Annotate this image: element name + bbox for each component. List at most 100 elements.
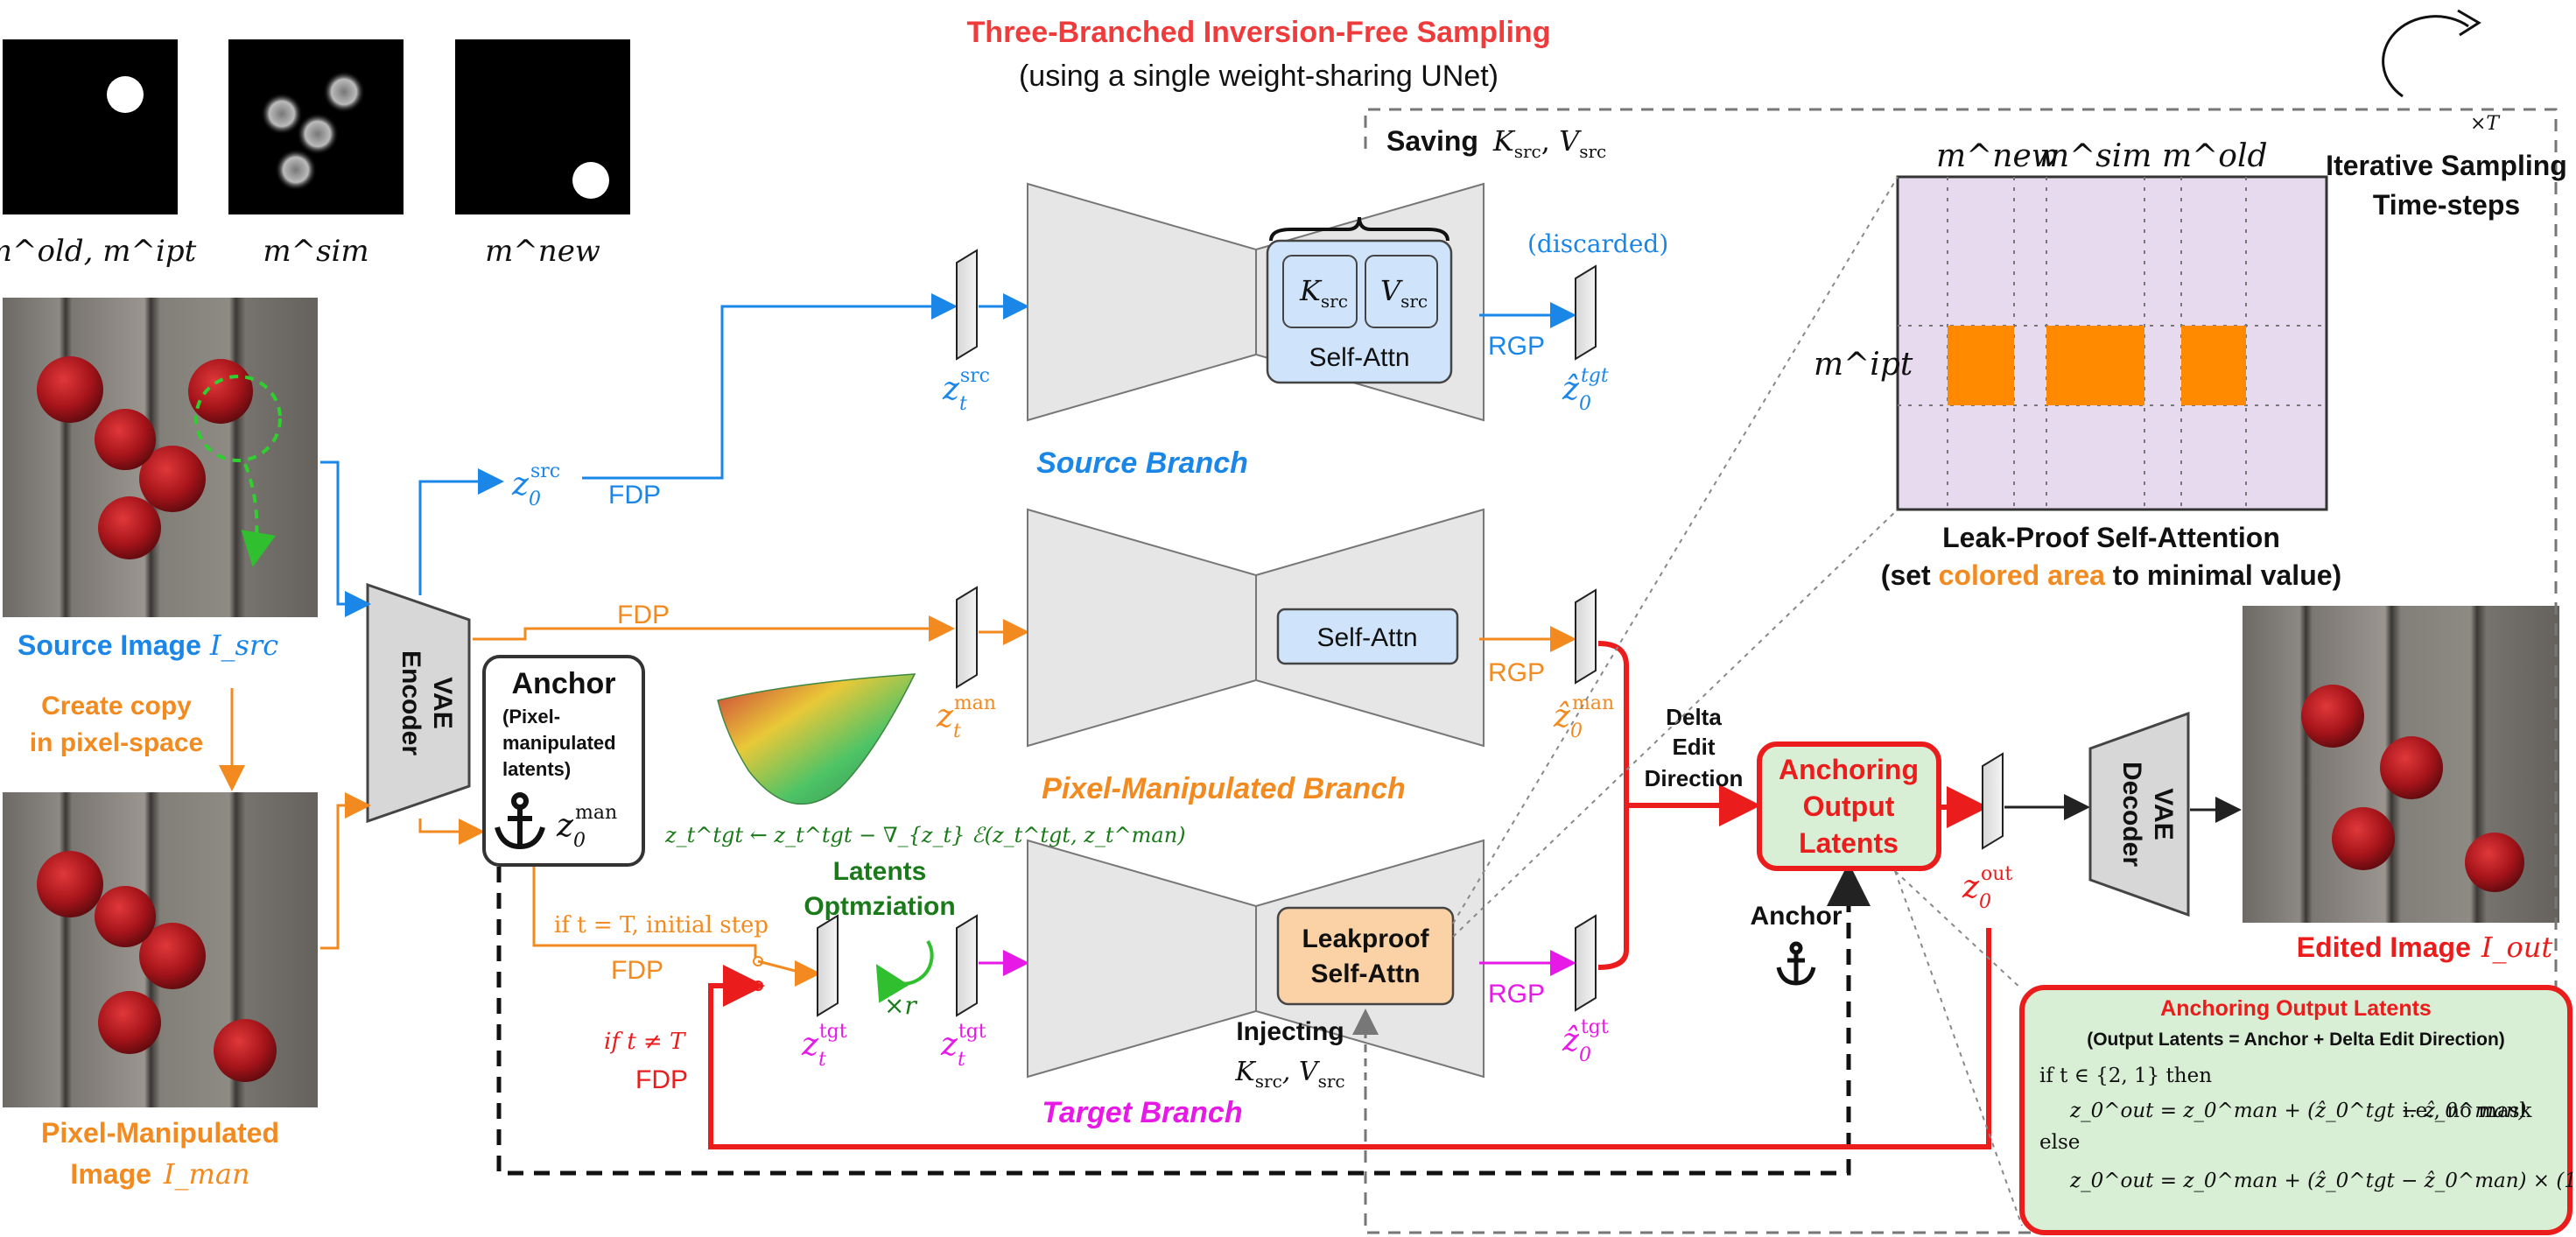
mask-new [455, 39, 630, 214]
anchoring-panel-eq2: z_0^out = z_0^man + (ẑ_0^tgt − ẑ_0^man) … [2069, 1170, 2576, 1192]
z0hat-man-label: ẑ0man [1553, 692, 1614, 742]
kv-brace [1269, 216, 1449, 242]
times-T-label: ×T [2470, 113, 2501, 135]
injecting-label-1: Injecting [1236, 1017, 1344, 1046]
rgp-pixel-label: RGP [1488, 658, 1545, 687]
loop-back-red [708, 928, 1991, 1149]
zt-src-label: ztsrc [942, 365, 990, 415]
matrix-connector-2 [1452, 509, 1899, 938]
latent-z0hat-man [1575, 588, 1597, 685]
target-self-attn-label-2: Self-Attn [1311, 959, 1421, 988]
if-t-neq-T-label: if t ≠ T [604, 1029, 686, 1055]
manip-image-label-1: Pixel-Manipulated [41, 1117, 279, 1149]
anchor-sub-2: manipulated [502, 732, 616, 754]
anchoring-panel-subtitle: (Output Latents = Anchor + Delta Edit Di… [2087, 1030, 2505, 1050]
anchor-small-label: Anchor [1751, 902, 1843, 931]
pixel-self-attn-label: Self-Attn [1316, 623, 1417, 652]
encoder-to-pixel-branch [473, 615, 955, 642]
delta-label-2: Edit [1672, 734, 1715, 760]
vae-encoder-label: VAEEncoder [397, 650, 457, 756]
target-branch-label: Target Branch [1042, 1096, 1242, 1129]
target-self-attn-label-1: Leakproof [1302, 924, 1429, 953]
matrix-row-ipt: m^ipt [1814, 347, 1913, 383]
anchor-box [482, 655, 645, 867]
encoder-to-z0src [418, 468, 504, 595]
anchoring-panel-else: else [2039, 1131, 2080, 1154]
iterative-label-1: Iterative Sampling [2326, 150, 2567, 181]
anchoring-node-2: Output [1803, 791, 1895, 822]
edited-image [2243, 606, 2559, 923]
pixel-self-attn [1276, 608, 1459, 665]
anchoring-panel-eq1: z_0^out = z_0^man + (ẑ_0^tgt − ẑ_0^man) [2069, 1100, 2527, 1122]
rgp-source-label: RGP [1488, 332, 1545, 361]
latent-zt-man [956, 586, 978, 689]
z0src-to-source-branch [582, 305, 950, 480]
anchoring-node-3: Latents [1799, 827, 1899, 859]
panel-connector-2 [1894, 870, 2023, 1226]
anchoring-node-1: Anchoring [1779, 754, 1919, 785]
anchoring-panel [2019, 985, 2572, 1235]
copy-step-line2: in pixel-space [30, 728, 203, 757]
anchor-dashed-path [496, 862, 1871, 1176]
mask-new-label: m^new [485, 234, 600, 269]
anchoring-node [1757, 741, 1941, 871]
loss-surface [717, 673, 916, 805]
leakproof-matrix [1896, 175, 2328, 511]
times-r-label: ×r [884, 991, 917, 1020]
anchoring-panel-if: if t ∈ {2, 1} then [2039, 1065, 2212, 1087]
source-self-attn-label: Self-Attn [1309, 343, 1409, 372]
iteration-frame [1364, 108, 2558, 1234]
update-equation: z_t^tgt ← z_t^tgt − ∇_{z_t} ℰ(z_t^tgt, z… [664, 823, 1186, 847]
mask-sim-label: m^sim [263, 234, 369, 269]
rgp-target-label: RGP [1488, 980, 1545, 1009]
diagram-title: Three-Branched Inversion-Free Sampling [967, 16, 1551, 49]
target-self-attn [1276, 906, 1455, 1006]
fdp-initial-label: FDP [611, 956, 663, 985]
switch [753, 956, 821, 991]
z0hat-tgt-label: ẑ0tgt [1562, 1016, 1609, 1066]
anchor-title: Anchor [512, 667, 616, 700]
matrix-col-new: m^new [1936, 138, 2059, 174]
latents-opt-1: Latents [833, 857, 927, 886]
iteration-arrow-icon [2382, 15, 2469, 98]
saving-label: Saving Ksrc, Vsrc [1386, 124, 1606, 162]
latent-z0hat-discarded [1575, 264, 1597, 361]
iterative-label-2: Time-steps [2373, 189, 2520, 221]
delta-red-path [1597, 641, 1751, 970]
mask-sim [228, 39, 404, 214]
diagram-subtitle: (using a single weight-sharing UNet) [1019, 60, 1499, 93]
anchor-to-switch [532, 867, 757, 959]
latent-zt-src [956, 249, 978, 361]
vae-decoder [2088, 711, 2190, 917]
anchor-sub-1: (Pixel- [502, 706, 560, 727]
zt-tgt-after-label: zttgt [940, 1021, 986, 1071]
delta-label-1: Delta [1666, 704, 1722, 730]
copy-step-line1: Create copy [41, 692, 192, 720]
discarded-label: (discarded) [1527, 229, 1668, 258]
matrix-col-old: m^old [2162, 138, 2268, 174]
fdp-source-label: FDP [608, 481, 661, 510]
vae-decoder-label: VAEDecoder [2117, 762, 2178, 867]
matrix-note: (set colored area to minimal value) [1881, 559, 2341, 591]
zt-man-label: ztman [936, 692, 996, 742]
anchoring-panel-title: Anchoring Output Latents [2160, 996, 2432, 1021]
iteration-arrow-head [2457, 9, 2481, 37]
k-src-box [1282, 255, 1358, 328]
mask-old [3, 39, 178, 214]
latent-zt-tgt-after [956, 914, 978, 1017]
vae-encoder [366, 582, 471, 824]
pixel-branch-label: Pixel-Manipulated Branch [1042, 772, 1406, 805]
z0hat-tgt-source-label: ẑ0tgt [1562, 365, 1609, 415]
matrix-col-sim: m^sim [2039, 138, 2151, 174]
panel-connector-1 [1894, 870, 2023, 990]
matrix-title: Leak-Proof Self-Attention [1942, 522, 2280, 553]
latent-zt-tgt-before [817, 914, 839, 1017]
encoder-to-anchor [418, 819, 485, 845]
source-image [3, 298, 318, 617]
opt-loop-icon [875, 939, 934, 1003]
anchoring-panel-eq1-note: i.e., no mask [2403, 1100, 2533, 1122]
anchor-sub-3: latents) [502, 758, 571, 780]
